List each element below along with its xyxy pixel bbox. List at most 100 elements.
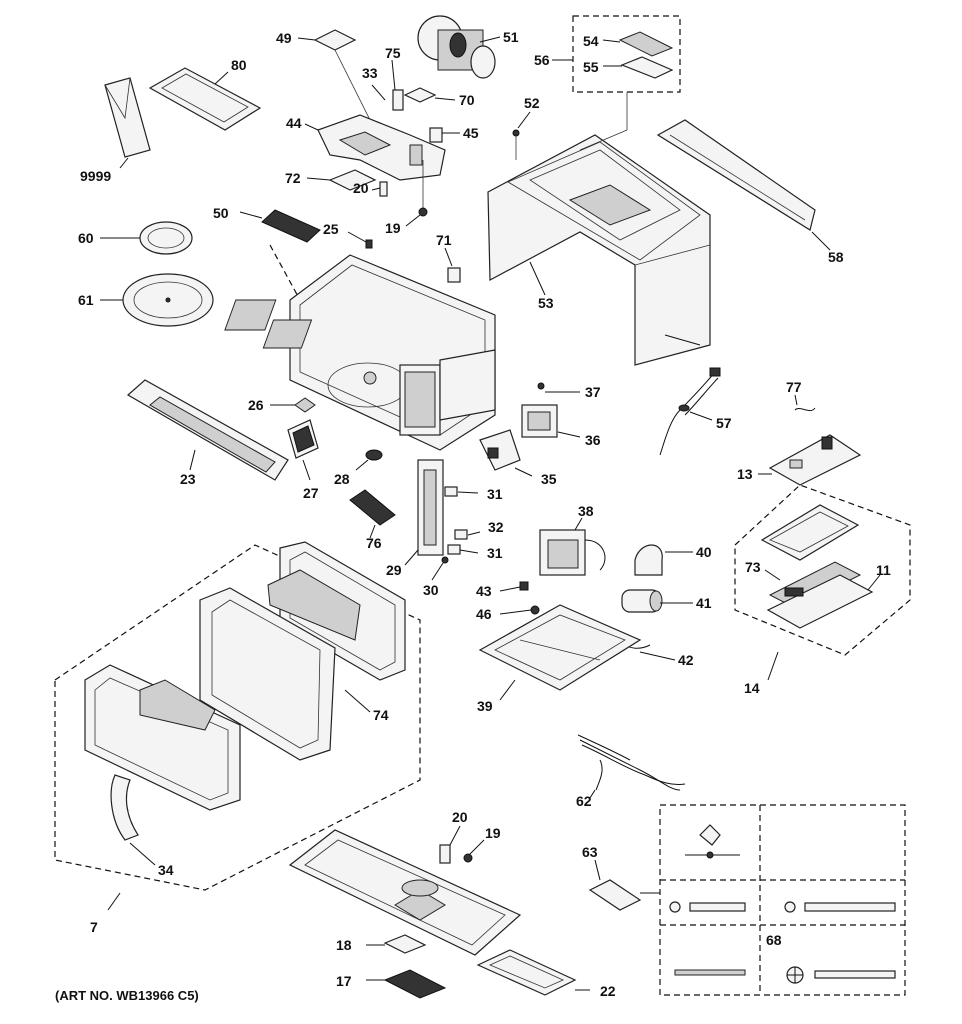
label-42: 42 (678, 652, 694, 668)
part-labels: 49 51 75 80 33 70 54 56 55 52 44 45 9999… (55, 29, 891, 1003)
part-77 (794, 394, 816, 412)
part-27 (287, 419, 319, 481)
turntable-61 (100, 273, 214, 327)
harness-62 (577, 734, 686, 799)
screw-46 (499, 605, 540, 615)
label-61: 61 (78, 292, 94, 308)
label-35: 35 (541, 471, 557, 487)
label-32: 32 (488, 519, 504, 535)
plate-72 (306, 169, 377, 191)
box-56 (552, 15, 681, 151)
roller-ring-60 (100, 221, 193, 255)
bottom-plate (288, 829, 522, 956)
bag-63 (588, 859, 660, 911)
screw-long-a (669, 901, 746, 913)
label-80: 80 (231, 57, 247, 73)
label-18: 18 (336, 937, 352, 953)
label-62: 62 (576, 793, 592, 809)
part-20-bottom (439, 825, 461, 864)
screw-long-b (784, 901, 896, 913)
part-37 (537, 382, 580, 393)
harness-57 (659, 367, 721, 456)
label-19-bottom: 19 (485, 825, 501, 841)
label-53: 53 (538, 295, 554, 311)
base-plate-39 (478, 604, 642, 701)
screw-52 (512, 111, 531, 160)
label-46: 46 (476, 606, 492, 622)
label-27: 27 (303, 485, 319, 501)
label-33: 33 (362, 65, 378, 81)
label-17: 17 (336, 973, 352, 989)
label-55: 55 (583, 59, 599, 75)
filter-22 (476, 949, 590, 996)
cavity (224, 254, 496, 451)
label-50: 50 (213, 205, 229, 221)
label-68: 68 (766, 932, 782, 948)
label-31a: 31 (487, 486, 503, 502)
label-56: 56 (534, 52, 550, 68)
label-49: 49 (276, 30, 292, 46)
label-36: 36 (585, 432, 601, 448)
label-44: 44 (286, 115, 302, 131)
label-14: 14 (744, 680, 760, 696)
grille-50 (239, 209, 321, 301)
label-73: 73 (745, 559, 761, 575)
grille-76 (349, 489, 396, 539)
transformer-36 (521, 404, 581, 438)
blower-motor-51 (417, 15, 501, 79)
label-7: 7 (90, 919, 98, 935)
label-37: 37 (585, 384, 601, 400)
label-13: 13 (737, 466, 753, 482)
interlock-29 (404, 459, 444, 566)
label-29: 29 (386, 562, 402, 578)
label-45: 45 (463, 125, 479, 141)
screw-43 (499, 581, 529, 592)
label-74: 74 (373, 707, 389, 723)
part-19-top (405, 207, 428, 227)
envelope-9999 (104, 77, 151, 169)
label-60: 60 (78, 230, 94, 246)
damper-70 (403, 87, 456, 103)
part-71 (444, 247, 461, 283)
label-39: 39 (477, 698, 493, 714)
anchor-bolt (786, 966, 896, 984)
bolt-toggle (685, 824, 740, 859)
label-72: 72 (285, 170, 301, 186)
front-strip-23 (126, 379, 289, 481)
bracket-35 (479, 429, 533, 477)
door-assembly-7 (54, 541, 421, 911)
control-board-13 (758, 434, 862, 486)
label-25: 25 (323, 221, 339, 237)
label-38: 38 (578, 503, 594, 519)
label-11: 11 (876, 562, 891, 578)
rail-58 (656, 119, 831, 251)
label-75: 75 (385, 45, 401, 61)
part-25 (347, 231, 373, 249)
label-71: 71 (436, 232, 452, 248)
label-23: 23 (180, 471, 196, 487)
label-26: 26 (248, 397, 264, 413)
label-54: 54 (583, 33, 599, 49)
outer-case-53 (487, 134, 711, 366)
label-43: 43 (476, 583, 492, 599)
label-52: 52 (524, 95, 540, 111)
art-number: (ART NO. WB13966 C5) (55, 988, 199, 1003)
bracket-75-33 (371, 59, 404, 111)
duct-assembly-44 (304, 114, 446, 181)
hardware-kit-68 (659, 804, 906, 996)
label-41: 41 (696, 595, 712, 611)
label-70: 70 (459, 92, 475, 108)
label-77: 77 (786, 379, 802, 395)
switch-31b (447, 544, 479, 555)
lens-18 (366, 934, 427, 954)
label-63: 63 (582, 844, 598, 860)
label-58: 58 (828, 249, 844, 265)
label-20-top: 20 (353, 180, 369, 196)
capacitor-41 (621, 589, 693, 613)
label-22: 22 (600, 983, 616, 999)
filter-80 (148, 67, 262, 131)
label-40: 40 (696, 544, 712, 560)
part-30 (431, 556, 449, 581)
label-57: 57 (716, 415, 732, 431)
switch-32 (454, 529, 481, 540)
